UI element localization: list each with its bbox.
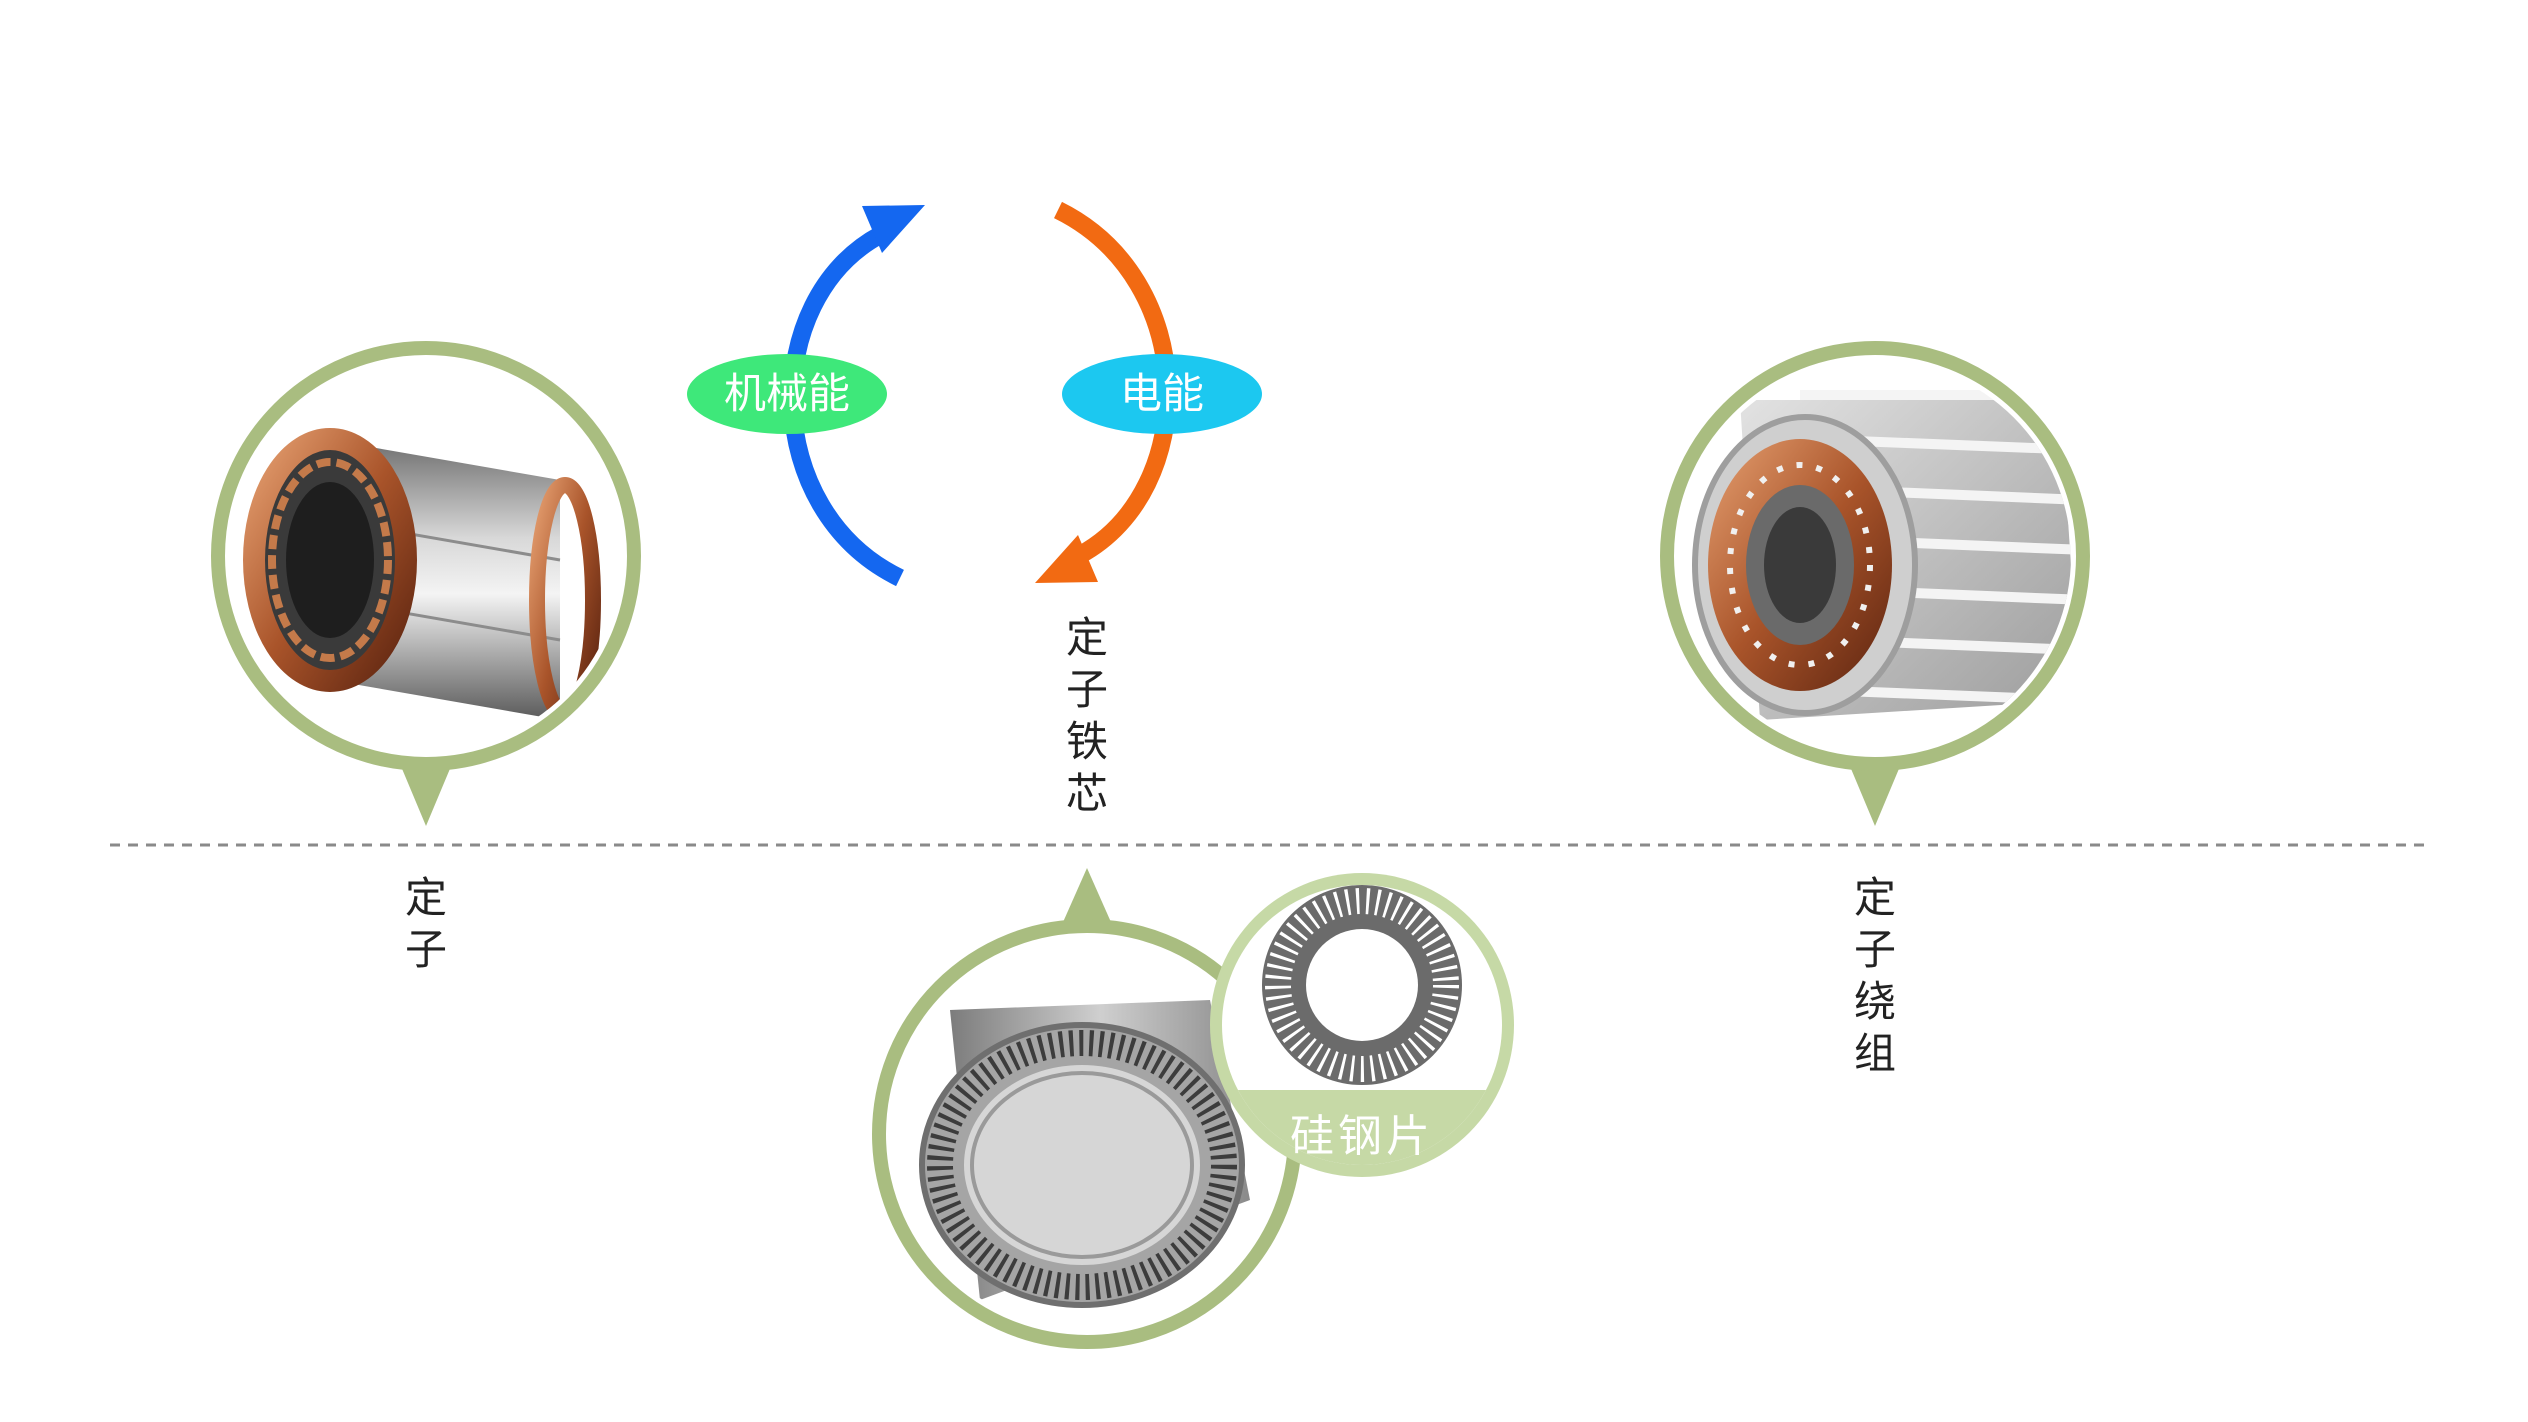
stator-core-callout bbox=[872, 868, 1302, 1349]
mechanical-energy-pill bbox=[687, 354, 887, 434]
electrical-energy-pill bbox=[1062, 354, 1262, 434]
stator-callout bbox=[211, 341, 641, 826]
electrical-energy-label: 电能 bbox=[1119, 369, 1204, 418]
stator-label: 定 子 bbox=[404, 873, 447, 974]
stator-winding-image bbox=[1692, 390, 2071, 720]
silicon-steel-badge bbox=[1210, 873, 1514, 1177]
stator-core-image bbox=[919, 1000, 1250, 1308]
stator-image bbox=[243, 428, 601, 723]
stator-winding-callout bbox=[1660, 341, 2090, 826]
stator-winding-label: 定 子 绕 组 bbox=[1853, 873, 1896, 1078]
silicon-steel-label: 硅钢片 bbox=[1290, 1111, 1434, 1162]
mechanical-energy-label: 机械能 bbox=[723, 369, 850, 418]
stator-core-label: 定 子 铁 芯 bbox=[1065, 613, 1108, 818]
silicon-steel-image bbox=[1222, 885, 1502, 1165]
